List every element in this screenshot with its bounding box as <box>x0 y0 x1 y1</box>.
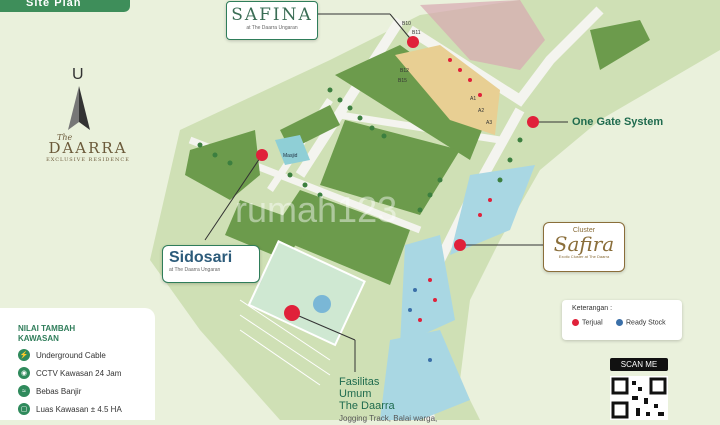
nilai-item: ⚡Underground Cable <box>18 349 106 361</box>
scan-me-label: SCAN ME <box>610 358 668 371</box>
marker-safira <box>454 239 466 251</box>
nilai-item: ▢Luas Kawasan ± 4.5 HA <box>18 403 122 415</box>
legend: Keterangan : Terjual Ready Stock <box>562 300 682 340</box>
lot-code: A2 <box>478 108 484 114</box>
block-sidosari <box>225 200 310 260</box>
legend-ready: Ready Stock <box>616 319 666 326</box>
lot-code: A3 <box>486 120 492 126</box>
block-east-tip <box>590 20 650 70</box>
ready-dot-icon <box>616 319 623 326</box>
cable-icon: ⚡ <box>18 349 30 361</box>
lots-safira-2 <box>400 235 455 345</box>
lots-safina <box>420 0 545 70</box>
gate-label: One Gate System <box>572 116 664 128</box>
marker-safina <box>407 36 419 48</box>
cluster-sidosari-label[interactable]: Sidosari at The Daarra Ungaran <box>162 245 260 283</box>
brand-logo: The DAARRA EXCLUSIVE RESIDENCE <box>46 133 130 163</box>
legend-sold: Terjual <box>572 319 603 326</box>
sold-dot-icon <box>572 319 579 326</box>
lots-safina-2 <box>395 45 500 135</box>
marker-sidosari <box>256 149 268 161</box>
sold-markers <box>418 58 492 322</box>
qr-code[interactable] <box>610 376 668 420</box>
block-west <box>185 130 260 200</box>
cctv-icon: ◉ <box>18 367 30 379</box>
masjid-area <box>275 135 310 165</box>
block-north <box>335 45 490 160</box>
compass-letter: U <box>72 66 84 83</box>
flood-icon: ≈ <box>18 385 30 397</box>
cluster-safira-label[interactable]: Cluster Safira Exotic Cluster at The Daa… <box>543 222 625 272</box>
site-plan-banner: Site Plan <box>0 0 130 12</box>
lot-code: B12 <box>400 68 409 74</box>
nilai-item: ◉CCTV Kawasan 24 Jam <box>18 367 121 379</box>
cluster-safina-label[interactable]: SAFINA at The Daarra Ungaran <box>226 1 318 40</box>
watermark: rumah123 <box>235 189 397 230</box>
nilai-item: ≈Bebas Banjir <box>18 385 81 397</box>
tree-rows <box>197 87 523 213</box>
qr-code-icon <box>611 377 667 419</box>
lots-south <box>380 330 470 420</box>
pool <box>313 295 331 313</box>
lot-code: B11 <box>412 30 421 36</box>
lot-code: B10 <box>402 21 411 27</box>
lot-code: A1 <box>470 96 476 102</box>
lot-code: B15 <box>398 78 407 84</box>
marker-fasilitas <box>284 305 300 321</box>
area-icon: ▢ <box>18 403 30 415</box>
parking-lots <box>239 299 331 386</box>
fasilitas-area <box>247 240 366 347</box>
block-center-2 <box>270 190 410 285</box>
north-compass: U <box>60 66 100 136</box>
north-arrow-icon <box>68 86 90 130</box>
lots-safira <box>450 165 535 255</box>
fasilitas-label: Fasilitas Umum The Daarra Jogging Track,… <box>339 376 438 423</box>
block-center <box>320 120 460 215</box>
marker-gate <box>527 116 539 128</box>
ready-markers <box>408 288 432 362</box>
masjid-label: Masjid <box>283 153 298 159</box>
